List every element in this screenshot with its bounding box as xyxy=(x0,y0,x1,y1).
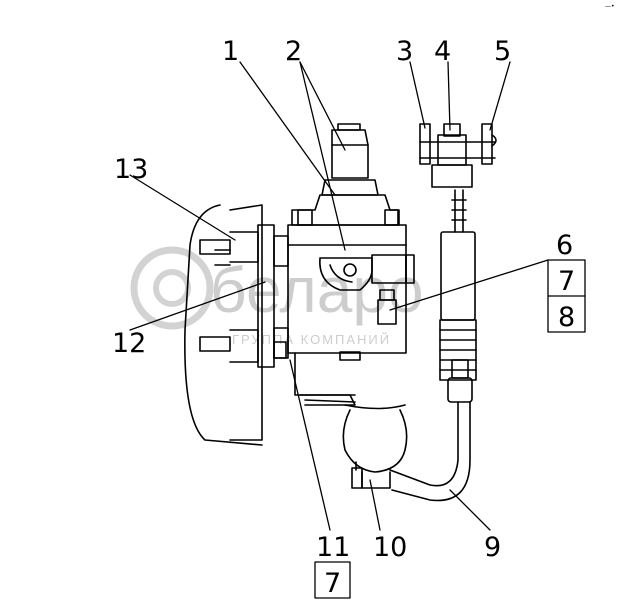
callout-4: 4 xyxy=(434,36,451,67)
left-flange-housing xyxy=(184,204,289,446)
callout-9: 9 xyxy=(484,532,501,563)
callout-labels: 1 2 3 4 5 6 7 8 13 12 11 7 10 9 xyxy=(112,36,575,599)
assembly-lines xyxy=(129,61,586,599)
callout-6: 6 xyxy=(556,230,573,261)
lower-bell xyxy=(342,404,408,489)
callout-5: 5 xyxy=(494,36,511,67)
callout-8: 8 xyxy=(558,302,575,333)
valve-body xyxy=(287,179,415,406)
callout-10: 10 xyxy=(373,532,407,563)
callout-7-bottom: 7 xyxy=(324,568,341,599)
callout-11: 11 xyxy=(316,532,350,563)
cable-spring xyxy=(439,189,477,403)
top-knob xyxy=(331,123,369,179)
callout-3: 3 xyxy=(396,36,413,67)
callout-13: 13 xyxy=(114,154,148,185)
corner-mark: —• xyxy=(605,3,615,10)
callout-7-right: 7 xyxy=(558,266,575,297)
callout-boxes xyxy=(314,259,586,599)
callout-2: 2 xyxy=(285,36,302,67)
watermark-subtitle: ГРУППА КОМПАНИЙ xyxy=(232,332,391,347)
callout-1: 1 xyxy=(222,36,239,67)
leader-lines xyxy=(129,61,549,531)
top-clevis xyxy=(419,123,497,188)
bent-hose xyxy=(389,401,471,502)
callout-12: 12 xyxy=(112,328,146,359)
